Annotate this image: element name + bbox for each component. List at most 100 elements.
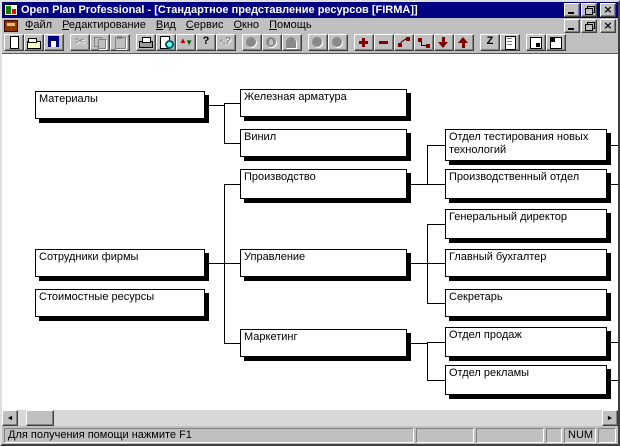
print-preview-button[interactable] xyxy=(156,34,176,51)
horizontal-scrollbar: ◄ ► xyxy=(2,410,618,426)
new-button[interactable] xyxy=(4,34,24,51)
scroll-right-button[interactable]: ► xyxy=(602,410,618,426)
status-panel xyxy=(546,427,562,443)
page-lines-icon xyxy=(502,36,518,50)
connector-line xyxy=(407,263,427,264)
menu-item-window[interactable]: Окно xyxy=(233,19,260,31)
remove-button[interactable] xyxy=(374,34,394,51)
close-icon: × xyxy=(603,3,613,16)
circle-icon xyxy=(310,36,326,49)
connector-line xyxy=(224,103,240,104)
node-upravlenie[interactable]: Управление xyxy=(240,249,407,277)
connector-line xyxy=(407,343,427,344)
restore-button[interactable] xyxy=(581,3,597,17)
resource-a-button xyxy=(308,34,328,51)
child-window-icon[interactable] xyxy=(4,19,18,32)
node-proizv_otdel[interactable]: Производственный отдел xyxy=(445,169,607,199)
window-title: Open Plan Professional - [Стандартное пр… xyxy=(21,3,418,16)
connector-line xyxy=(407,184,427,185)
connector-line xyxy=(224,103,225,143)
status-message: Для получения помощи нажмите F1 xyxy=(4,427,414,443)
node-label: Отдел тестирования новых технологий xyxy=(449,131,589,156)
scroll-left-button[interactable]: ◄ xyxy=(2,410,18,426)
link-nodes-button[interactable] xyxy=(394,34,414,51)
circle-icon xyxy=(244,36,260,49)
minimize-button[interactable] xyxy=(564,3,580,17)
connector-line xyxy=(224,263,240,264)
copy-button xyxy=(90,34,110,51)
node-vinil[interactable]: Винил xyxy=(240,129,407,157)
node-label: Главный бухгалтер xyxy=(449,251,547,263)
close-icon: × xyxy=(603,18,613,32)
steps-button[interactable] xyxy=(414,34,434,51)
menu-item-file[interactable]: Файл xyxy=(25,19,53,31)
connector-line xyxy=(427,184,445,185)
move-down-button[interactable] xyxy=(434,34,454,51)
child-restore-button[interactable] xyxy=(581,18,597,33)
node-sotrudniki[interactable]: Сотрудники фирмы xyxy=(35,249,205,277)
arrow-up-icon xyxy=(456,36,472,49)
node-label: Материалы xyxy=(39,93,98,105)
link-nodes-icon xyxy=(396,36,412,49)
child-close-button[interactable]: × xyxy=(600,18,616,33)
connector-line xyxy=(427,224,445,225)
cut-button xyxy=(70,34,90,51)
window-expand-icon xyxy=(548,36,564,49)
person-circle-icon xyxy=(264,36,280,49)
status-panel xyxy=(416,427,474,443)
move-up-button[interactable] xyxy=(454,34,474,51)
menu-item-tools[interactable]: Сервис xyxy=(185,19,224,31)
scrollbar-track[interactable] xyxy=(18,410,602,426)
add-button[interactable] xyxy=(354,34,374,51)
print-icon xyxy=(138,36,154,49)
window-shrink-button[interactable] xyxy=(526,34,546,51)
steps-icon xyxy=(416,36,432,49)
connector-line xyxy=(224,184,240,185)
exchange-button[interactable] xyxy=(176,34,196,51)
node-label: Сотрудники фирмы xyxy=(39,251,139,263)
save-icon xyxy=(46,36,62,49)
node-otdel_reklamy[interactable]: Отдел рекламы xyxy=(445,365,607,395)
minimize-icon xyxy=(568,27,574,30)
node-label: Генеральный директор xyxy=(449,211,567,223)
zoom-z-button[interactable] xyxy=(480,34,500,51)
notes-button[interactable] xyxy=(500,34,520,51)
copy-icon xyxy=(92,36,108,49)
restore-icon xyxy=(582,4,596,16)
minus-icon xyxy=(376,36,392,49)
open-folder-icon xyxy=(26,36,42,49)
connector-line xyxy=(427,263,445,264)
node-zheleznaya[interactable]: Железная арматура xyxy=(240,89,407,117)
open-button[interactable] xyxy=(24,34,44,51)
node-stoimostnye[interactable]: Стоимостные ресурсы xyxy=(35,289,205,317)
save-button[interactable] xyxy=(44,34,64,51)
node-sekretar[interactable]: Секретарь xyxy=(445,289,607,317)
z-icon xyxy=(482,35,498,49)
child-minimize-button[interactable] xyxy=(564,18,580,33)
help-button[interactable] xyxy=(196,34,216,51)
node-label: Отдел рекламы xyxy=(449,367,530,379)
context-help-icon xyxy=(218,35,234,49)
node-proizvodstvo[interactable]: Производство xyxy=(240,169,407,199)
menu-item-view[interactable]: Вид xyxy=(155,19,176,31)
node-otdel_test[interactable]: Отдел тестирования новых технологий xyxy=(445,129,607,161)
window-expand-button[interactable] xyxy=(546,34,566,51)
menu-item-help[interactable]: Помощь xyxy=(269,19,312,31)
print-button[interactable] xyxy=(136,34,156,51)
node-gendir[interactable]: Генеральный директор xyxy=(445,209,607,239)
rounded-node-icon xyxy=(284,36,300,49)
node-glavbuh[interactable]: Главный бухгалтер xyxy=(445,249,607,277)
num-lock-indicator: NUM xyxy=(564,427,596,443)
connector-line xyxy=(427,303,445,304)
scrollbar-thumb[interactable] xyxy=(26,410,54,426)
node-materialy[interactable]: Материалы xyxy=(35,91,205,119)
node-label: Управление xyxy=(244,251,306,263)
node-marketing[interactable]: Маркетинг xyxy=(240,329,407,357)
close-button[interactable]: × xyxy=(600,3,616,17)
connector-line xyxy=(224,343,240,344)
connector-line xyxy=(224,143,240,144)
menu-item-edit[interactable]: Редактирование xyxy=(62,19,146,31)
connector-line xyxy=(427,342,445,343)
node-otdel_prodazh[interactable]: Отдел продаж xyxy=(445,327,607,357)
node-label: Винил xyxy=(244,131,277,143)
